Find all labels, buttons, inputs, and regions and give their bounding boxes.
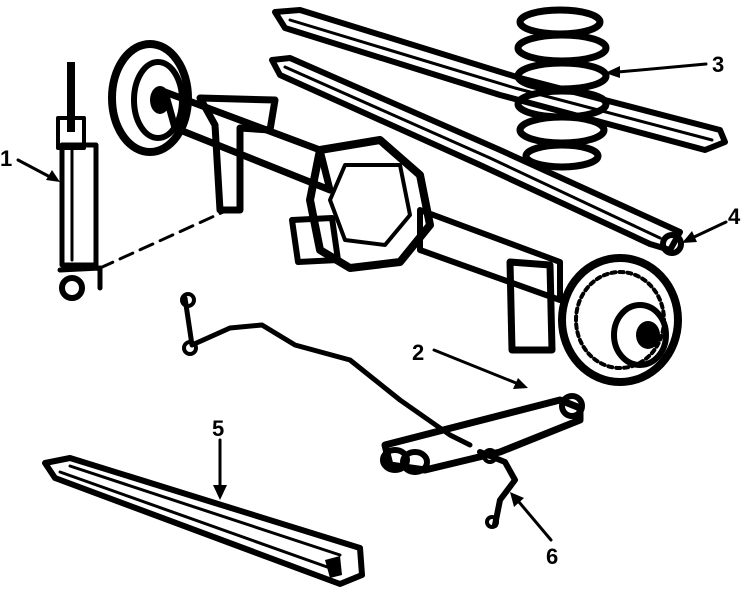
right-brake-rotor [558, 254, 682, 386]
shock-absorber [56, 62, 103, 301]
brake-line [180, 292, 473, 448]
differential [289, 136, 434, 272]
mount-guide-line [98, 206, 234, 270]
axle-housing [161, 88, 563, 354]
skid-plate [42, 455, 365, 587]
stabilizer-link [477, 448, 518, 529]
leader-lines [16, 62, 728, 542]
callout-label-2: 2 [412, 340, 424, 365]
track-bar-bushing [660, 232, 684, 256]
callout-label-5: 5 [212, 416, 224, 441]
callout-label-6: 6 [546, 544, 558, 569]
coil-spring [514, 6, 610, 171]
lower-control-arm [380, 393, 585, 475]
callout-label-1: 1 [0, 146, 12, 171]
upper-bars [269, 7, 728, 253]
callout-label-4: 4 [728, 204, 741, 229]
callout-label-3: 3 [712, 52, 724, 77]
